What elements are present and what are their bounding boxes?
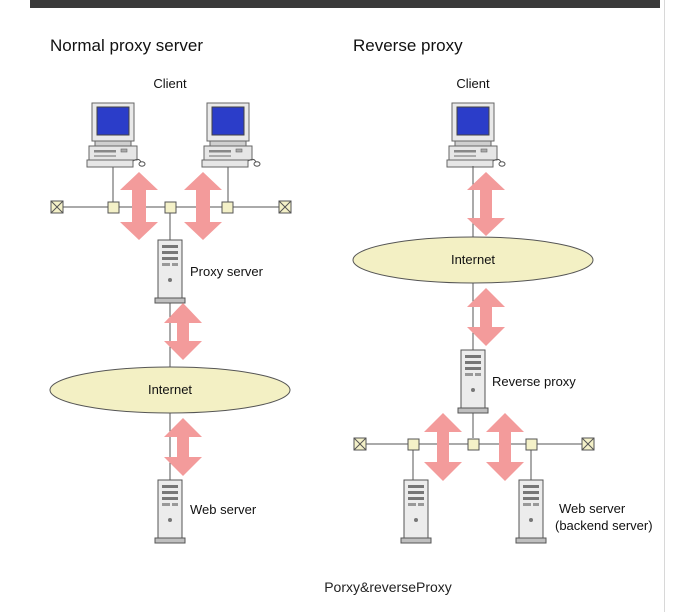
left-bus-terminator-1 — [50, 200, 64, 214]
right-bus-node-1 — [407, 438, 420, 451]
right-arrow-proxy-backend-1 — [424, 413, 462, 481]
right-arrow-client-internet — [467, 172, 505, 236]
left-bus-node-2 — [164, 201, 177, 214]
right-arrow-internet-proxy — [467, 288, 505, 346]
top-bar — [30, 0, 660, 8]
left-client-pc-2 — [201, 102, 261, 168]
left-arrow-proxy-internet — [164, 303, 202, 360]
right-backend-server-1 — [400, 479, 432, 544]
right-arrow-proxy-backend-2 — [486, 413, 524, 481]
left-internet-label: Internet — [148, 382, 192, 397]
left-arrow-internet-web — [164, 418, 202, 476]
left-arrow-client1-proxy — [120, 172, 158, 240]
right-internet-label: Internet — [451, 252, 495, 267]
right-web-server-label: Web server — [559, 501, 626, 516]
right-bus-terminator-1 — [353, 437, 367, 451]
right-client-pc — [446, 102, 506, 168]
right-reverse-proxy-server — [457, 349, 489, 414]
right-backend-server-label: (backend server) — [555, 518, 653, 533]
right-bus-node-3 — [525, 438, 538, 451]
left-client-label: Client — [153, 76, 187, 91]
right-bus-terminator-2 — [581, 437, 595, 451]
figure-caption: Porxy&reverseProxy — [324, 579, 452, 595]
right-title: Reverse proxy — [353, 36, 463, 55]
left-web-server-label: Web server — [190, 502, 257, 517]
right-edge-line — [664, 0, 665, 612]
left-proxy-label: Proxy server — [190, 264, 264, 279]
right-reverse-proxy-label: Reverse proxy — [492, 374, 576, 389]
right-client-label: Client — [456, 76, 490, 91]
left-title: Normal proxy server — [50, 36, 203, 55]
left-proxy-server — [154, 239, 186, 304]
right-backend-server-2 — [515, 479, 547, 544]
right-bus-node-2 — [467, 438, 480, 451]
left-bus-node-1 — [107, 201, 120, 214]
left-client-pc-1 — [86, 102, 146, 168]
left-bus-node-3 — [221, 201, 234, 214]
left-bus-terminator-2 — [278, 200, 292, 214]
left-web-server — [154, 479, 186, 544]
left-arrow-client2-proxy — [184, 172, 222, 240]
